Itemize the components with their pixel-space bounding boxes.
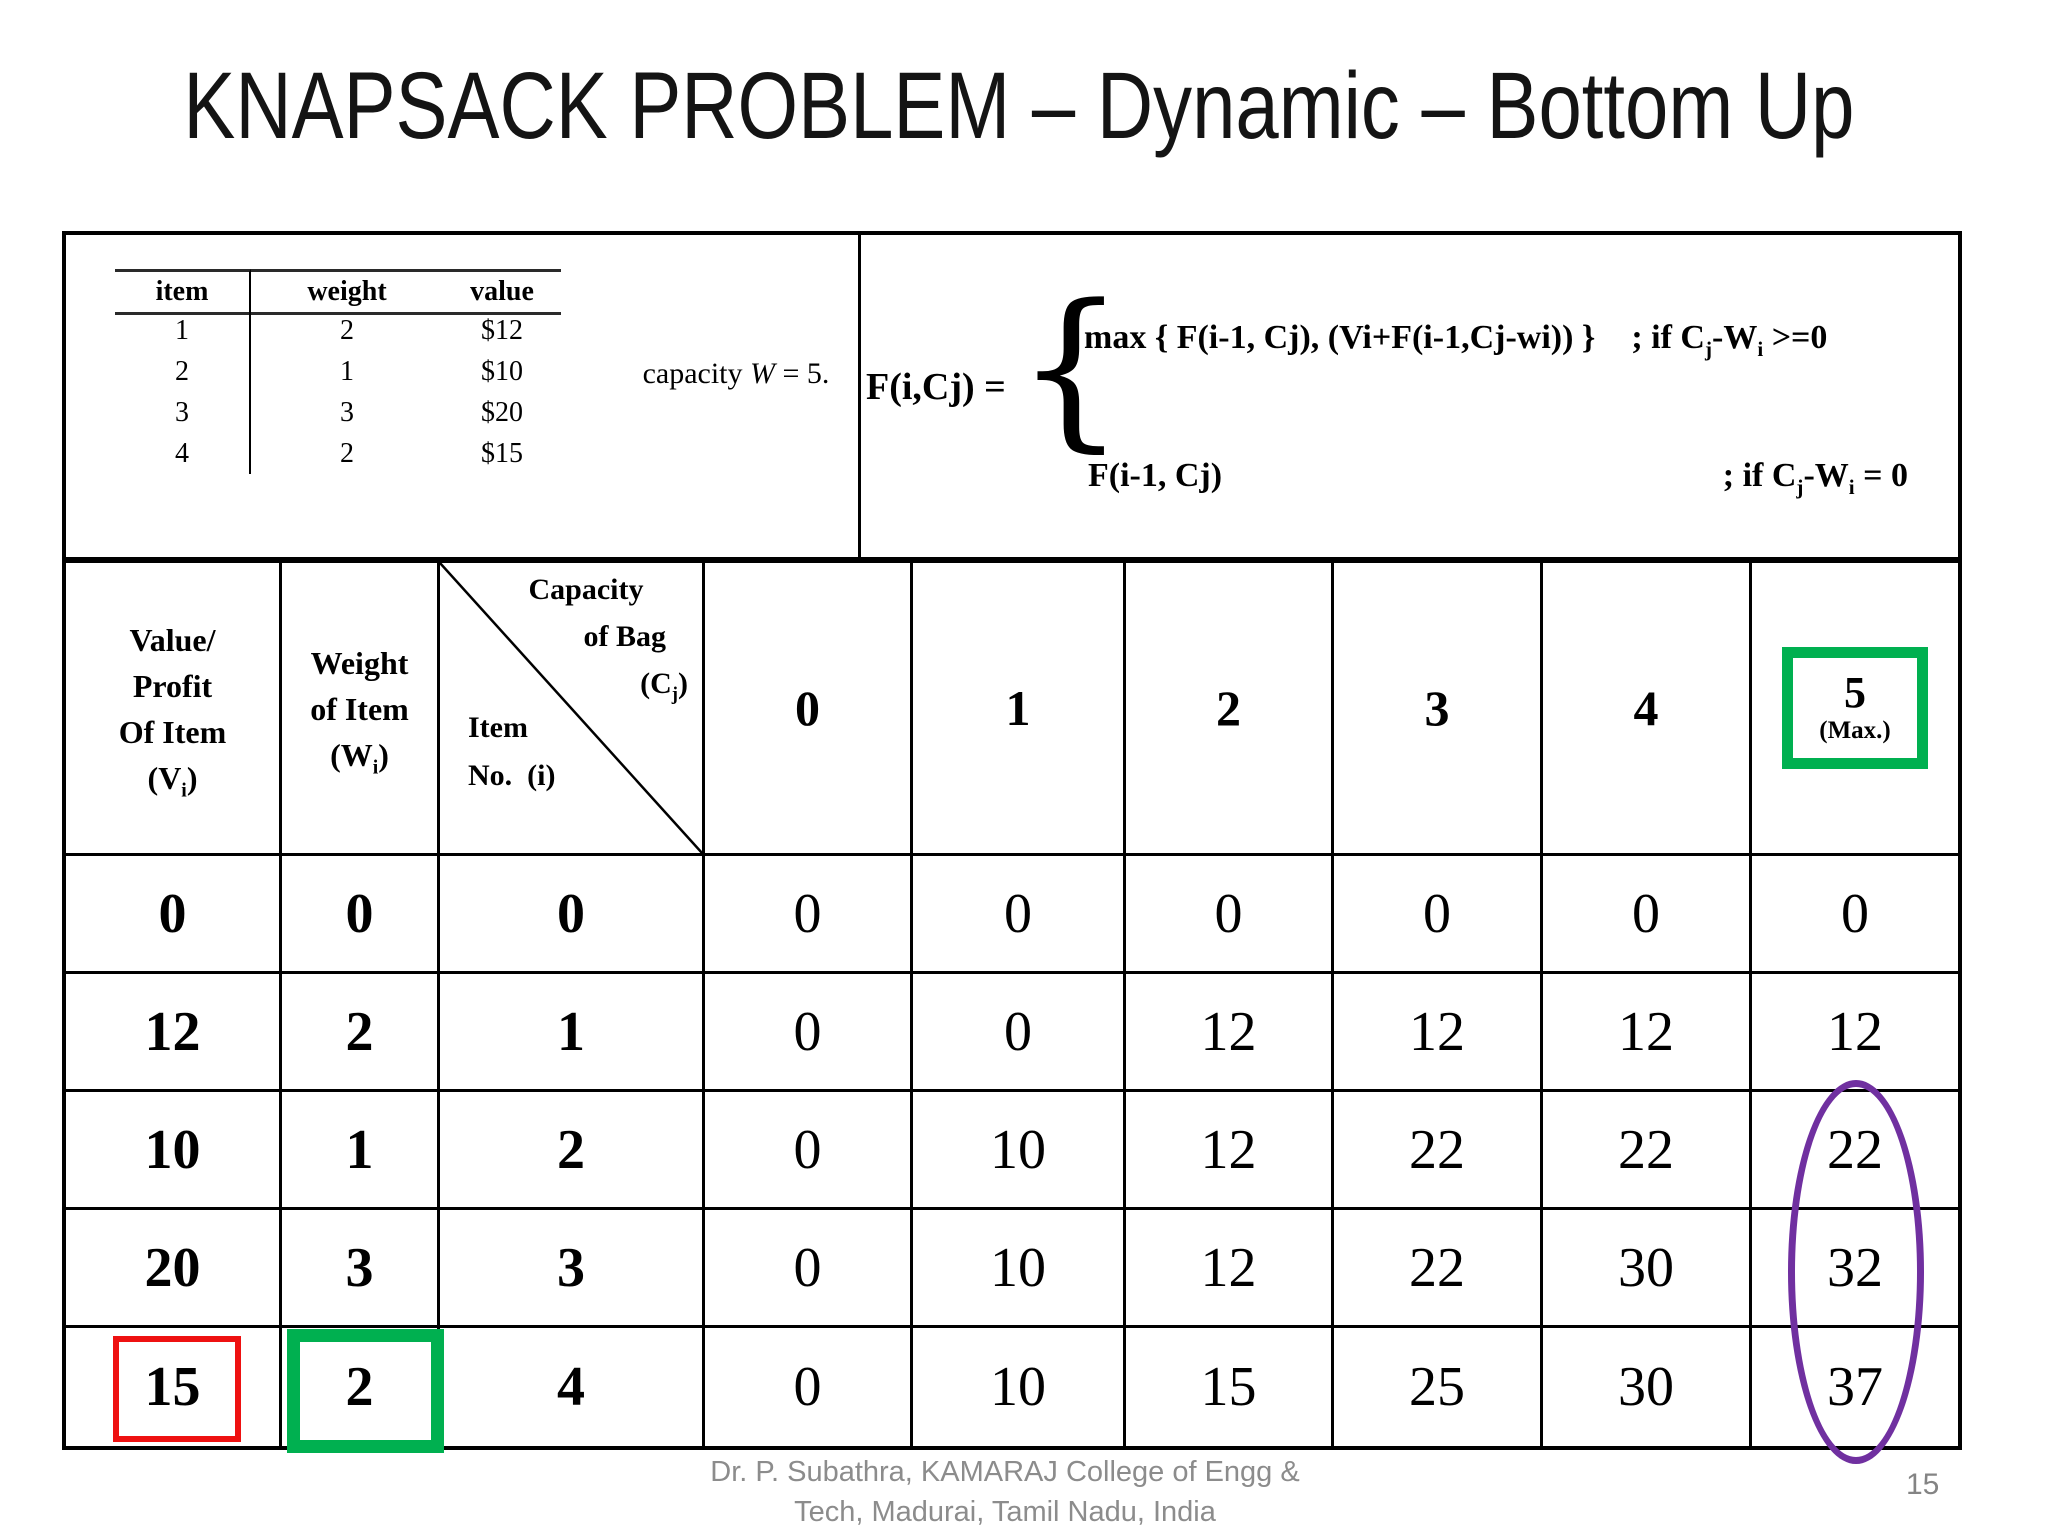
footer-line2: Tech, Madurai, Tamil Nadu, India: [794, 1496, 1216, 1528]
items-cell: $20: [481, 396, 523, 428]
items-header-value: value: [443, 269, 561, 315]
items-cell: 4: [115, 433, 251, 474]
dp-item-cell: 3: [440, 1210, 705, 1328]
formula-lhs: F(i,Cj) =: [866, 366, 1006, 408]
dp-value-cell: 0: [66, 856, 282, 974]
dp-weight-cell: 1: [282, 1092, 440, 1210]
items-header-item: item: [115, 269, 251, 315]
dp-cell: 12: [1126, 1210, 1334, 1328]
dp-item-cell: 1: [440, 974, 705, 1092]
green-highlight-box: [287, 1329, 444, 1453]
items-cell: 2: [340, 314, 354, 346]
page-title: KNAPSACK PROBLEM – Dynamic – Bottom Up: [183, 53, 1855, 159]
items-cell: 1: [340, 355, 354, 387]
dp-value-cell: 10: [66, 1092, 282, 1210]
dp-cell: 10: [913, 1328, 1126, 1446]
dp-table: Value/ Profit Of Item (Vi) Weight of Ite…: [62, 559, 1962, 1450]
dp-cell: 22: [1334, 1092, 1543, 1210]
dp-cell: 30: [1543, 1328, 1752, 1446]
items-cell: 2: [340, 437, 354, 469]
items-cell: 1: [115, 310, 251, 351]
box-divider: [858, 235, 861, 557]
red-highlight-box: [113, 1336, 241, 1442]
dp-cell: 10: [913, 1092, 1126, 1210]
dp-cell: 0: [1334, 856, 1543, 974]
diagonal-line: [440, 563, 702, 853]
dp-cell: 12: [1126, 974, 1334, 1092]
dp-cell: 0: [913, 856, 1126, 974]
dp-item-cell: 0: [440, 856, 705, 974]
items-cell: 2: [115, 351, 251, 392]
page-number: 15: [1906, 1468, 1940, 1501]
purple-answer-ellipse: [1788, 1080, 1924, 1464]
footer-line1: Dr. P. Subathra, KAMARAJ College of Engg…: [710, 1456, 1300, 1488]
dp-cell: 12: [1334, 974, 1543, 1092]
items-cell: 3: [340, 396, 354, 428]
dp-cell: 30: [1543, 1210, 1752, 1328]
dp-value-cell: 15: [66, 1328, 282, 1446]
dp-header-value: Value/ Profit Of Item (Vi): [66, 563, 282, 856]
dp-cell: 12: [1126, 1092, 1334, 1210]
dp-cell: 0: [705, 1210, 913, 1328]
dp-cell: 12: [1543, 974, 1752, 1092]
dp-header-cap-4: 4: [1543, 563, 1752, 856]
max-capacity-green-box: 5 (Max.): [1782, 647, 1928, 769]
dp-cell: 0: [705, 1328, 913, 1446]
dp-value-cell: 12: [66, 974, 282, 1092]
dp-cell: 0: [913, 974, 1126, 1092]
dp-cell: 0: [1126, 856, 1334, 974]
formula-case2-cond: ; if Cj-Wi = 0: [1722, 457, 1908, 499]
dp-cell: 0: [1543, 856, 1752, 974]
items-table: item weight value 1 2 $12 2 1 $10 3 3 $2…: [115, 269, 561, 474]
dp-cell: 0: [705, 856, 913, 974]
dp-header-cap-1: 1: [913, 563, 1126, 856]
dp-value-cell: 20: [66, 1210, 282, 1328]
dp-header-cap-0: 0: [705, 563, 913, 856]
dp-header-diagonal: Capacity of Bag (Cj) Item No. (i): [440, 563, 705, 856]
dp-weight-cell: 0: [282, 856, 440, 974]
dp-cell: 12: [1752, 974, 1958, 1092]
dp-cell: 22: [1334, 1210, 1543, 1328]
dp-header-cap-2: 2: [1126, 563, 1334, 856]
items-cell: $15: [481, 437, 523, 469]
formula-brace: {: [1016, 267, 1126, 468]
dp-header-cap-3: 3: [1334, 563, 1543, 856]
formula-case2-expr: F(i-1, Cj): [1088, 457, 1223, 494]
problem-definition-box: item weight value 1 2 $12 2 1 $10 3 3 $2…: [62, 231, 1962, 561]
dp-weight-cell: 2: [282, 974, 440, 1092]
dp-cell: 22: [1543, 1092, 1752, 1210]
formula-case1: max { F(i-1, Cj), (Vi+F(i-1,Cj-wi)) }; i…: [1084, 319, 1828, 361]
dp-item-cell: 2: [440, 1092, 705, 1210]
dp-item-cell: 4: [440, 1328, 705, 1446]
dp-cell: 10: [913, 1210, 1126, 1328]
footer-attribution: Dr. P. Subathra, KAMARAJ College of Engg…: [405, 1452, 1605, 1532]
dp-header-cap-5: 5 (Max.): [1752, 563, 1958, 856]
capacity-note: capacity W = 5.: [642, 357, 830, 390]
items-cell: 3: [115, 392, 251, 433]
dp-weight-cell: 3: [282, 1210, 440, 1328]
dp-cell: 0: [1752, 856, 1958, 974]
dp-header-weight: Weight of Item (Wi): [282, 563, 440, 856]
dp-cell: 0: [705, 1092, 913, 1210]
items-header-weight: weight: [251, 269, 443, 315]
dp-cell: 0: [705, 974, 913, 1092]
page-title-wrap: KNAPSACK PROBLEM – Dynamic – Bottom Up: [0, 54, 1965, 158]
dp-cell: 25: [1334, 1328, 1543, 1446]
items-cell: $10: [481, 355, 523, 387]
dp-cell: 15: [1126, 1328, 1334, 1446]
items-cell: $12: [481, 314, 523, 346]
